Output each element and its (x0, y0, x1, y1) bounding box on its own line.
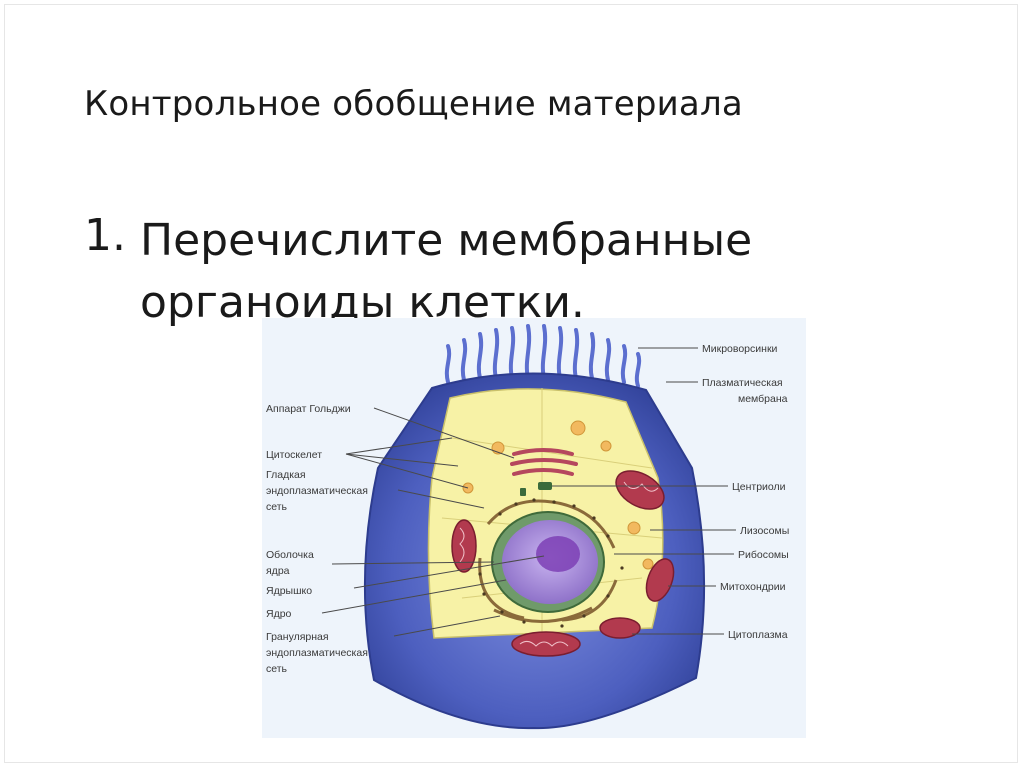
label-rough-er-3: сеть (266, 663, 288, 675)
label-ribosomes: Рибосомы (738, 549, 789, 561)
label-golgi: Аппарат Гольджи (266, 403, 351, 415)
svg-text:Гладкая: Гладкая (266, 469, 306, 481)
nucleolus-shape (536, 536, 580, 572)
label-rough-er-2: эндоплазматическая (266, 647, 368, 659)
svg-text:Цитоскелет: Цитоскелет (266, 449, 322, 461)
svg-text:сеть: сеть (266, 663, 288, 675)
label-mitochondria: Митохондрии (720, 581, 786, 593)
svg-text:Микроворсинки: Микроворсинки (702, 343, 778, 355)
svg-text:Центриоли: Центриоли (732, 481, 786, 493)
svg-text:эндоплазматическая: эндоплазматическая (266, 485, 368, 497)
label-nucleus: Ядро (266, 608, 292, 620)
label-cytoskeleton: Цитоскелет (266, 449, 322, 461)
svg-text:мембрана: мембрана (738, 393, 788, 405)
svg-text:эндоплазматическая: эндоплазматическая (266, 647, 368, 659)
svg-text:Плазматическая: Плазматическая (702, 377, 783, 389)
svg-text:ядра: ядра (266, 565, 290, 577)
cell-diagram-svg: Аппарат Гольджи Цитоскелет Гладкая эндоп… (262, 318, 806, 738)
svg-text:Рибосомы: Рибосомы (738, 549, 789, 561)
label-plasma-membrane-2: мембрана (738, 393, 788, 405)
label-smooth-er-3: сеть (266, 501, 288, 513)
slide-title: Контрольное обобщение материала (84, 84, 743, 124)
label-plasma-membrane-1: Плазматическая (702, 377, 783, 389)
label-smooth-er-1: Гладкая (266, 469, 306, 481)
question-text: Перечислите мембранные органоиды клетки. (140, 210, 920, 334)
label-cytoplasm: Цитоплазма (728, 629, 788, 641)
svg-text:Аппарат Гольджи: Аппарат Гольджи (266, 403, 351, 415)
label-nucleolus: Ядрышко (266, 585, 312, 597)
svg-text:Лизосомы: Лизосомы (740, 525, 789, 537)
label-centrioles: Центриоли (732, 481, 786, 493)
label-microvilli: Микроворсинки (702, 343, 778, 355)
svg-text:Гранулярная: Гранулярная (266, 631, 329, 643)
label-smooth-er-2: эндоплазматическая (266, 485, 368, 497)
svg-text:Цитоплазма: Цитоплазма (728, 629, 788, 641)
question-number: 1. (84, 210, 126, 261)
label-nuclear-envelope-2: ядра (266, 565, 290, 577)
svg-text:Митохондрии: Митохондрии (720, 581, 786, 593)
label-rough-er-1: Гранулярная (266, 631, 329, 643)
label-nuclear-envelope-1: Оболочка (266, 549, 314, 561)
svg-text:Ядро: Ядро (266, 608, 292, 620)
label-lysosomes: Лизосомы (740, 525, 789, 537)
cell-diagram: Аппарат Гольджи Цитоскелет Гладкая эндоп… (262, 318, 806, 738)
svg-text:Оболочка: Оболочка (266, 549, 314, 561)
svg-text:сеть: сеть (266, 501, 288, 513)
svg-text:Ядрышко: Ядрышко (266, 585, 312, 597)
